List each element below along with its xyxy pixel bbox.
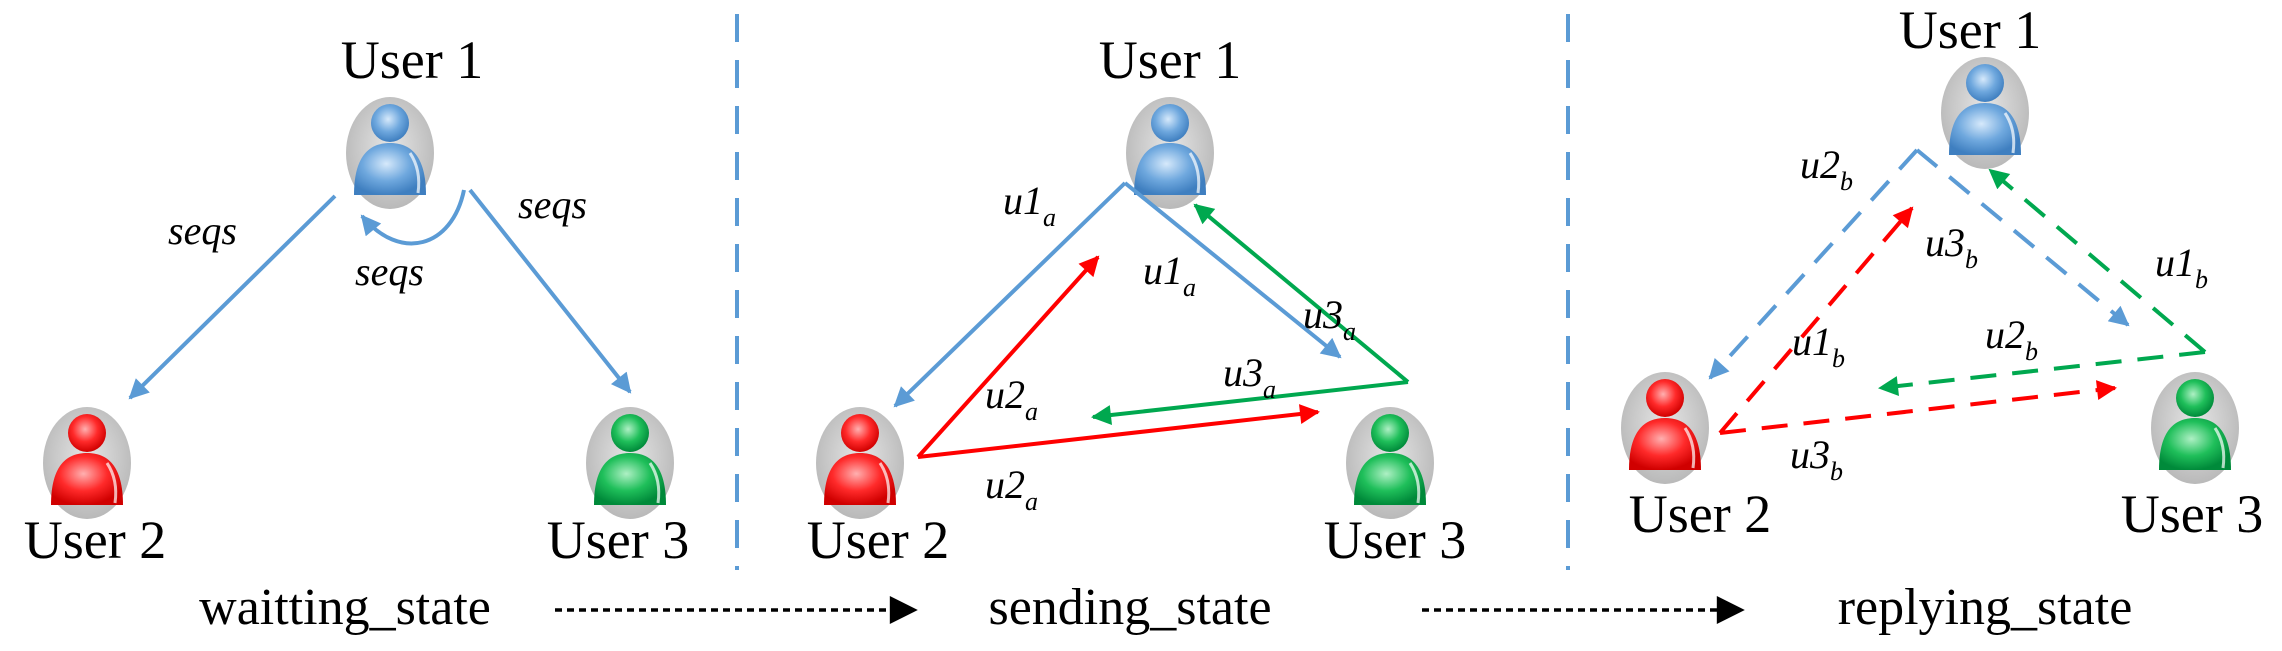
label-u3a-bottom: u3a [1223, 350, 1276, 404]
edge-u1-to-user2 [893, 181, 1127, 408]
edge-u1-to-user3 [1123, 181, 1342, 359]
label-seqs-right: seqs [518, 182, 587, 227]
label-user3: User 3 [1324, 510, 1466, 570]
person-icon [586, 407, 674, 519]
person-icon [2151, 372, 2239, 484]
person-icon [1126, 97, 1214, 209]
edge-u2-to-user3 [1719, 380, 2117, 435]
person-icon [43, 407, 131, 519]
label-seqs-self: seqs [355, 249, 424, 294]
label-u3b-bottom: u3b [1790, 432, 1843, 486]
label-u1b-right: u1b [2155, 240, 2208, 294]
label-user2: User 2 [1629, 484, 1771, 544]
edge-u2-to-user1 [1718, 206, 1914, 435]
label-user2: User 2 [807, 510, 949, 570]
person-icon [1346, 407, 1434, 519]
person-icon [1941, 57, 2029, 169]
edge-u3-to-user1 [1988, 168, 2207, 354]
label-u3b-mid: u3b [1925, 220, 1978, 274]
person-icon [1621, 372, 1709, 484]
edge-u3-to-user1 [1193, 203, 1410, 384]
label-user3: User 3 [547, 510, 689, 570]
label-user1: User 1 [1099, 30, 1241, 90]
edge-u2-to-user1 [916, 255, 1100, 459]
label-u3a-right: u3a [1303, 292, 1356, 346]
arrow-seqs-to-user2 [128, 194, 337, 400]
label-u2b-left: u2b [1800, 142, 1853, 196]
panel-sending: u1a u1a u3a u3a u2a u2a User 1 User 2 Us… [807, 30, 1466, 636]
state-label-waiting: waitting_state [199, 579, 491, 636]
panel-replying: u2b u3b u1b u2b u1b u3b User 1 User 2 Us… [1621, 0, 2263, 636]
label-u1a-left: u1a [1003, 178, 1056, 232]
edge-u1-to-user2 [1708, 148, 1919, 380]
label-seqs-left: seqs [168, 208, 237, 253]
edge-u3-to-user2 [1878, 350, 2206, 396]
arrow-seqs-self [360, 189, 466, 246]
state-label-replying: replying_state [1838, 579, 2133, 636]
person-icon [816, 407, 904, 519]
label-u2b-bottom: u2b [1985, 312, 2038, 366]
label-u2a-upper: u2a [985, 372, 1038, 426]
label-user3: User 3 [2121, 484, 2263, 544]
edge-u1-to-user3 [1915, 148, 2130, 327]
edge-u2-to-user3 [917, 404, 1320, 459]
panel-waiting: seqs seqs seqs User 1 User 2 User 3 wait… [24, 30, 689, 636]
label-user1: User 1 [341, 30, 483, 90]
arrow-seqs-to-user3 [468, 188, 632, 394]
edge-u3-to-user2 [1091, 380, 1409, 425]
label-user2: User 2 [24, 510, 166, 570]
label-u2a-lower: u2a [985, 462, 1038, 516]
label-u1a-mid: u1a [1143, 248, 1196, 302]
label-user1: User 1 [1899, 0, 2041, 60]
label-u1b-lower: u1b [1792, 319, 1845, 373]
state-label-sending: sending_state [988, 579, 1271, 636]
person-icon [346, 97, 434, 209]
